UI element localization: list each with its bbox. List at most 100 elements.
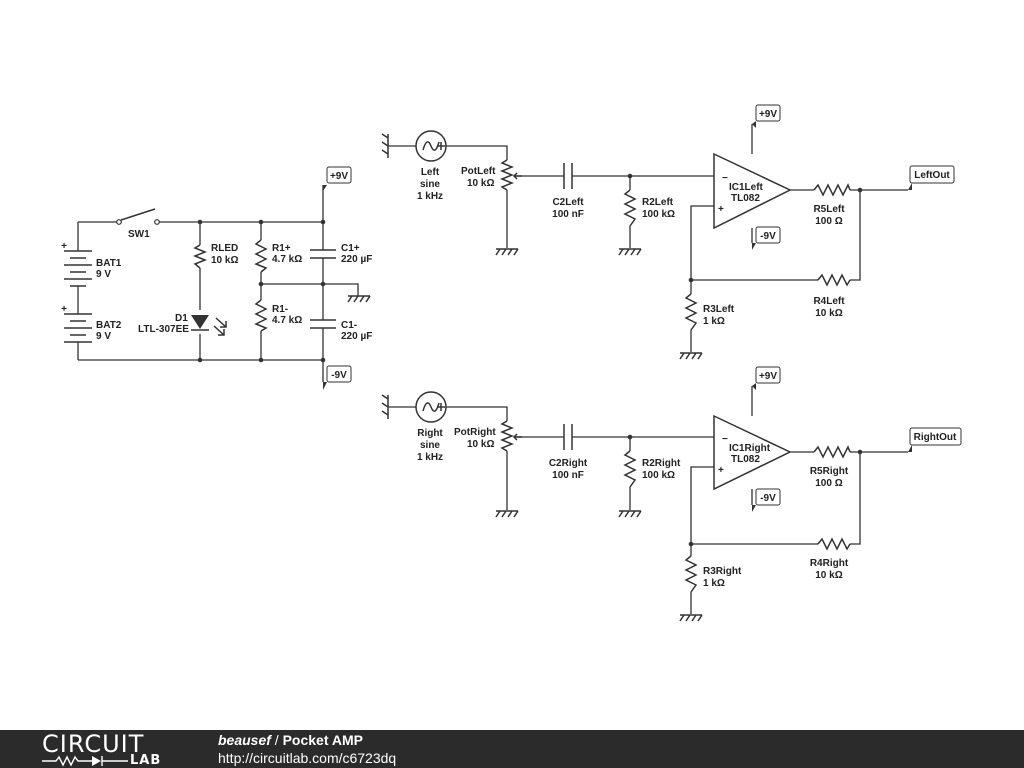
left-ic-name: IC1Left [729, 182, 764, 193]
ground-power-icon [347, 295, 371, 303]
left-r2-name: R2Left [642, 197, 674, 208]
right-r2-ground-icon [618, 510, 642, 518]
r1plus-name: R1+ [272, 243, 291, 254]
power-vneg-label: -9V [331, 370, 347, 381]
right-opamp-minus: − [722, 434, 728, 445]
rled-name: RLED [211, 243, 238, 254]
right-output-label: RightOut [914, 432, 957, 443]
left-source-line3: 1 kHz [417, 191, 443, 202]
left-r3-ground-icon [679, 352, 703, 360]
right-r2-name: R2Right [642, 458, 681, 469]
right-r3-symbol [684, 555, 698, 593]
left-r2-value: 100 kΩ [642, 209, 675, 220]
bat1-value: 9 V [96, 269, 111, 280]
left-pot-symbol [499, 159, 522, 191]
c1plus-value: 220 µF [341, 254, 372, 265]
right-opamp-plus: + [718, 465, 724, 476]
capacitor-c1plus-symbol [310, 249, 336, 259]
project-title: Pocket AMP [282, 732, 363, 748]
schematic-canvas: + BAT1 9 V + BAT2 9 V SW1 RLED 10 kΩ D1 [61, 104, 962, 622]
c1minus-value: 220 µF [341, 331, 372, 342]
right-r4-symbol [817, 537, 851, 551]
left-c2-name: C2Left [552, 197, 584, 208]
left-channel: Left sine 1 kHz PotLeft 10 kΩ C2Left 100… [381, 104, 955, 360]
logo-bottom-text: LAB [130, 753, 162, 768]
bat1-plus: + [61, 241, 67, 252]
left-r5-name: R5Left [813, 204, 845, 215]
right-vneg-tag [752, 488, 781, 512]
sw1-label: SW1 [128, 229, 150, 240]
left-vneg-tag [752, 226, 781, 250]
right-ic-name: IC1Right [729, 443, 771, 454]
c1plus-name: C1+ [341, 243, 360, 254]
right-output-tag [908, 427, 962, 452]
battery-bat2-symbol [64, 308, 92, 345]
battery-bat1-symbol [64, 245, 92, 290]
c1minus-name: C1- [341, 320, 357, 331]
left-pot-ground-icon [495, 248, 519, 256]
power-vpos-label: +9V [330, 171, 348, 182]
footer-bar: CIRCUIT LAB beausef / Pocket AMP http://… [0, 730, 1024, 768]
right-c2-value: 100 nF [552, 470, 584, 481]
rled-value: 10 kΩ [211, 255, 238, 266]
power-vpos-tag [323, 166, 352, 191]
left-vneg-label: -9V [760, 231, 776, 242]
circuit-url-link[interactable]: http://circuitlab.com/c6723dq [218, 750, 397, 766]
right-vpos-tag [752, 366, 781, 390]
left-opamp-plus: + [718, 204, 724, 215]
right-r3-value: 1 kΩ [703, 578, 725, 589]
logo-top-text: CIRCUIT [42, 730, 145, 758]
bat2-value: 9 V [96, 331, 111, 342]
circuitlab-logo[interactable]: CIRCUIT LAB [42, 730, 182, 768]
right-pot-ground-icon [495, 510, 519, 518]
right-sine-source-icon [381, 391, 447, 423]
left-vpos-tag [752, 104, 781, 128]
left-r4-value: 10 kΩ [815, 308, 842, 319]
right-opamp-symbol [713, 414, 792, 491]
bat2-plus: + [61, 304, 67, 315]
r1minus-name: R1- [272, 304, 288, 315]
bat1-name: BAT1 [96, 258, 122, 269]
schematic-diagram: + BAT1 9 V + BAT2 9 V SW1 RLED 10 kΩ D1 [61, 104, 962, 622]
right-vpos-label: +9V [759, 371, 777, 382]
right-r5-value: 100 Ω [815, 478, 842, 489]
left-r2-ground-icon [618, 248, 642, 256]
right-source-line1: Right [417, 428, 443, 439]
right-r2-symbol [623, 450, 637, 488]
right-pot-symbol [499, 420, 522, 452]
right-vneg-label: -9V [760, 493, 776, 504]
left-ic-value: TL082 [731, 193, 760, 204]
r1minus-value: 4.7 kΩ [272, 315, 302, 326]
left-r2-symbol [623, 189, 637, 227]
resistor-rled-symbol [192, 244, 208, 269]
left-r3-value: 1 kΩ [703, 316, 725, 327]
author-link[interactable]: beausef [218, 732, 271, 748]
bat2-name: BAT2 [96, 320, 122, 331]
left-r5-symbol [813, 183, 851, 197]
left-opamp-minus: − [722, 173, 728, 184]
left-source-line1: Left [421, 167, 440, 178]
resistor-r1minus-symbol [254, 299, 268, 332]
left-r3-name: R3Left [703, 304, 735, 315]
left-pot-name: PotLeft [461, 166, 496, 177]
left-sine-source-icon [381, 130, 447, 162]
left-output-label: LeftOut [914, 170, 950, 181]
left-c2-value: 100 nF [552, 209, 584, 220]
left-r4-name: R4Left [813, 296, 845, 307]
right-source-line2: sine [420, 440, 440, 451]
switch-sw1-symbol [116, 208, 160, 225]
left-r3-symbol [684, 293, 698, 331]
led-d1-symbol [191, 315, 227, 336]
right-r4-name: R4Right [810, 558, 849, 569]
power-section: + BAT1 9 V + BAT2 9 V SW1 RLED 10 kΩ D1 [61, 166, 372, 390]
left-source-line2: sine [420, 179, 440, 190]
left-r5-value: 100 Ω [815, 216, 842, 227]
right-pot-value: 10 kΩ [467, 439, 494, 450]
d1-value: LTL-307EE [138, 324, 189, 335]
d1-name: D1 [175, 313, 188, 324]
left-output-tag [908, 165, 955, 190]
right-c2-symbol [563, 424, 573, 450]
left-pot-value: 10 kΩ [467, 178, 494, 189]
right-c2-name: C2Right [549, 458, 588, 469]
right-channel: Right sine 1 kHz PotRight 10 kΩ C2Right … [381, 366, 962, 622]
